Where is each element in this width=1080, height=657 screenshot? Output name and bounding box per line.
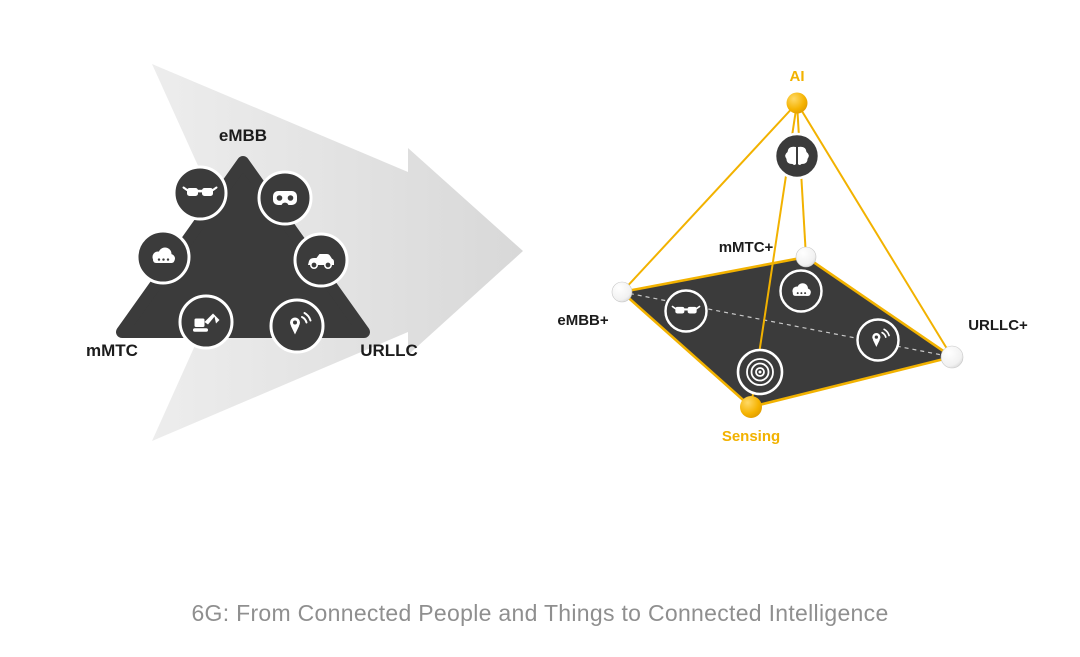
car-icon [293,232,349,288]
vertex-embb-plus [611,281,633,303]
label-mmtc-plus: mMTC+ [719,239,774,256]
smart-glasses-icon [664,289,708,333]
iot-cloud-icon [779,269,823,313]
vertex-urllc-plus [940,345,964,369]
label-embb-plus: eMBB+ [557,312,609,329]
sensing-radar-icon [736,348,784,396]
smart-glasses-icon [172,165,228,221]
edge-ai-urllc [796,102,953,358]
label-mmtc: mMTC [86,341,138,360]
location-sensor-icon [856,318,900,362]
label-sensing: Sensing [722,428,780,445]
excavator-icon [178,294,234,350]
label-urllc: URLLC [360,341,418,360]
edge-ai-mmtc [796,102,807,258]
ai-brain-icon [773,132,821,180]
vr-headset-icon [257,170,313,226]
vertex-ai [786,92,808,114]
vertex-mmtc-plus [795,246,817,268]
figure-caption: 6G: From Connected People and Things to … [191,600,889,626]
tetrahedron-base-plane [622,257,952,407]
5g-triangle-diagram: eMBB mMTC URLLC [86,126,418,360]
label-embb: eMBB [219,126,267,145]
vertex-sensing [740,396,762,418]
location-sensor-icon [269,298,325,354]
label-urllc-plus: URLLC+ [968,317,1028,334]
edge-ai-embb [621,102,798,293]
6g-tetrahedron-diagram: AI mMTC+ eMBB+ URLLC+ Sensing [557,68,1028,445]
label-ai: AI [790,68,805,85]
iot-cloud-icon [135,229,191,285]
